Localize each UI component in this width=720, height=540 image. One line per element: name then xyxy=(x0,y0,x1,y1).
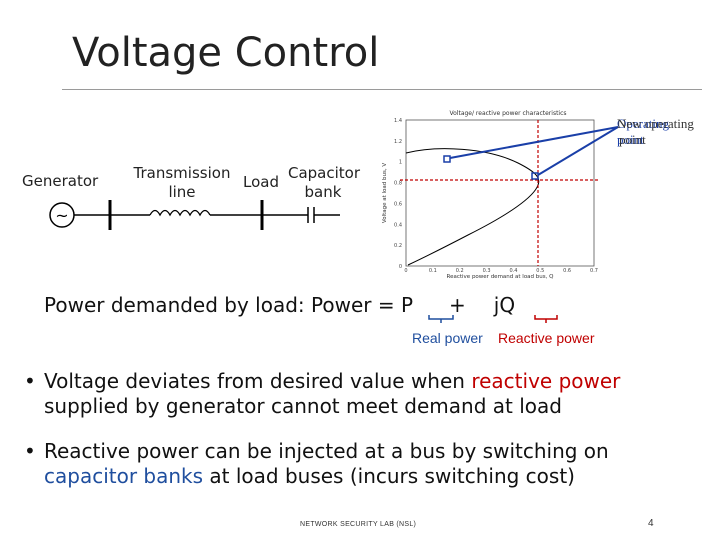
footer-text: NETWORK SECURITY LAB (NSL) xyxy=(300,521,417,528)
bullet-1: • Voltage deviates from desired value wh… xyxy=(24,369,704,418)
annotation-point-2: point xyxy=(619,132,646,147)
equation-prefix: Power demanded by load: Power = xyxy=(44,293,401,317)
annotation-point-1: point xyxy=(617,132,644,147)
transmission-label-line1: Transmission xyxy=(133,164,231,182)
chart-title: Voltage/ reactive power characteristics xyxy=(449,110,566,117)
chart-y-tick-label: 0.4 xyxy=(394,222,402,228)
annotation-operating: Operating xyxy=(617,116,669,131)
chart-x-tick-label: 0.5 xyxy=(536,268,544,274)
chart-y-tick-label: 1.4 xyxy=(394,118,402,124)
bullet-1-marker: • xyxy=(24,369,36,393)
bullet-2: • Reactive power can be injected at a bu… xyxy=(24,439,704,488)
page-number: 4 xyxy=(648,518,654,529)
new-operating-point-arrow xyxy=(537,126,619,176)
chart-x-tick-label: 0.1 xyxy=(429,268,437,274)
equation-p: P xyxy=(400,293,414,317)
capacitor-bank-label: Capacitor bank xyxy=(288,164,361,202)
chart-y-label: Voltage at load bus, V xyxy=(382,163,388,223)
chart-x-tick-label: 0.2 xyxy=(456,268,464,274)
generator-label: Generator xyxy=(22,172,99,190)
slide-title: Voltage Control xyxy=(72,30,380,76)
load-label: Load xyxy=(243,173,279,191)
reactive-power-label: Reactive power xyxy=(498,330,595,346)
power-equation: Power demanded by load: Power = P + jQ xyxy=(44,293,515,317)
chart-x-tick-label: 0.3 xyxy=(483,268,491,274)
circuit-diagram: ~ xyxy=(49,200,340,230)
bullet-2-marker: • xyxy=(24,439,36,463)
chart-x-label: Reactive power demand at load bus, Q xyxy=(447,274,555,280)
bullet-2-highlight: capacitor banks xyxy=(44,464,204,488)
transmission-label-line2: line xyxy=(168,183,196,201)
svg-text:~: ~ xyxy=(55,206,68,225)
bullet-1-line2: supplied by generator cannot meet demand… xyxy=(44,394,562,418)
chart-frame xyxy=(405,119,595,267)
reactive-power-brace xyxy=(534,315,558,323)
equation-plus: + xyxy=(449,293,466,317)
bullet-1-text-a: Voltage deviates from desired value when xyxy=(44,369,472,393)
chart-y-tick-label: 0.6 xyxy=(394,201,402,207)
chart-x-ticks: 0 0.1 0.2 0.3 0.4 0.5 0.6 0.7 xyxy=(404,268,598,274)
chart-y-tick-label: 0.8 xyxy=(394,181,402,187)
generator-symbol: ~ xyxy=(49,202,75,228)
chart-y-tick-label: 0 xyxy=(399,264,402,270)
equation-jq: jQ xyxy=(493,293,516,317)
chart-y-ticks: 1.4 1.2 1 0.8 0.6 0.4 0.2 0 xyxy=(394,118,402,270)
new-operating-point-marker xyxy=(531,172,539,180)
chart-y-tick-label: 1 xyxy=(399,160,402,166)
chart-y-tick-label: 0.2 xyxy=(394,243,402,249)
chart-x-tick-label: 0.6 xyxy=(563,268,571,274)
title-divider xyxy=(62,89,702,90)
transmission-line-label: Transmission line xyxy=(132,164,232,202)
chart-x-tick-label: 0.4 xyxy=(509,268,517,274)
capacitor-label-line2: bank xyxy=(304,183,342,201)
chart-x-tick-label: 0 xyxy=(404,268,407,274)
real-power-label: Real power xyxy=(412,330,483,346)
vq-curve xyxy=(405,148,540,266)
equation-braces xyxy=(428,315,558,323)
transmission-line-inductor xyxy=(149,209,211,217)
real-power-brace xyxy=(428,315,454,323)
bullet-1-highlight: reactive power xyxy=(471,369,621,393)
operating-point-marker xyxy=(443,155,451,163)
bullet-2-line2: capacitor banks at load buses (incurs sw… xyxy=(44,464,575,489)
bullet-2-line1: Reactive power can be injected at a bus … xyxy=(44,439,609,463)
capacitor-label-line1: Capacitor xyxy=(288,164,361,182)
operating-point-arrow xyxy=(449,126,619,159)
chart-y-tick-label: 1.2 xyxy=(394,139,402,145)
voltage-reactive-chart: Voltage/ reactive power characteristics … xyxy=(382,110,619,280)
bullet-1-line1: Voltage deviates from desired value when… xyxy=(44,369,620,394)
annotation-new-operating: New operating xyxy=(617,116,694,131)
chart-x-tick-label: 0.7 xyxy=(590,268,598,274)
bullet-2-text-b: at load buses (incurs switching cost) xyxy=(203,464,575,488)
